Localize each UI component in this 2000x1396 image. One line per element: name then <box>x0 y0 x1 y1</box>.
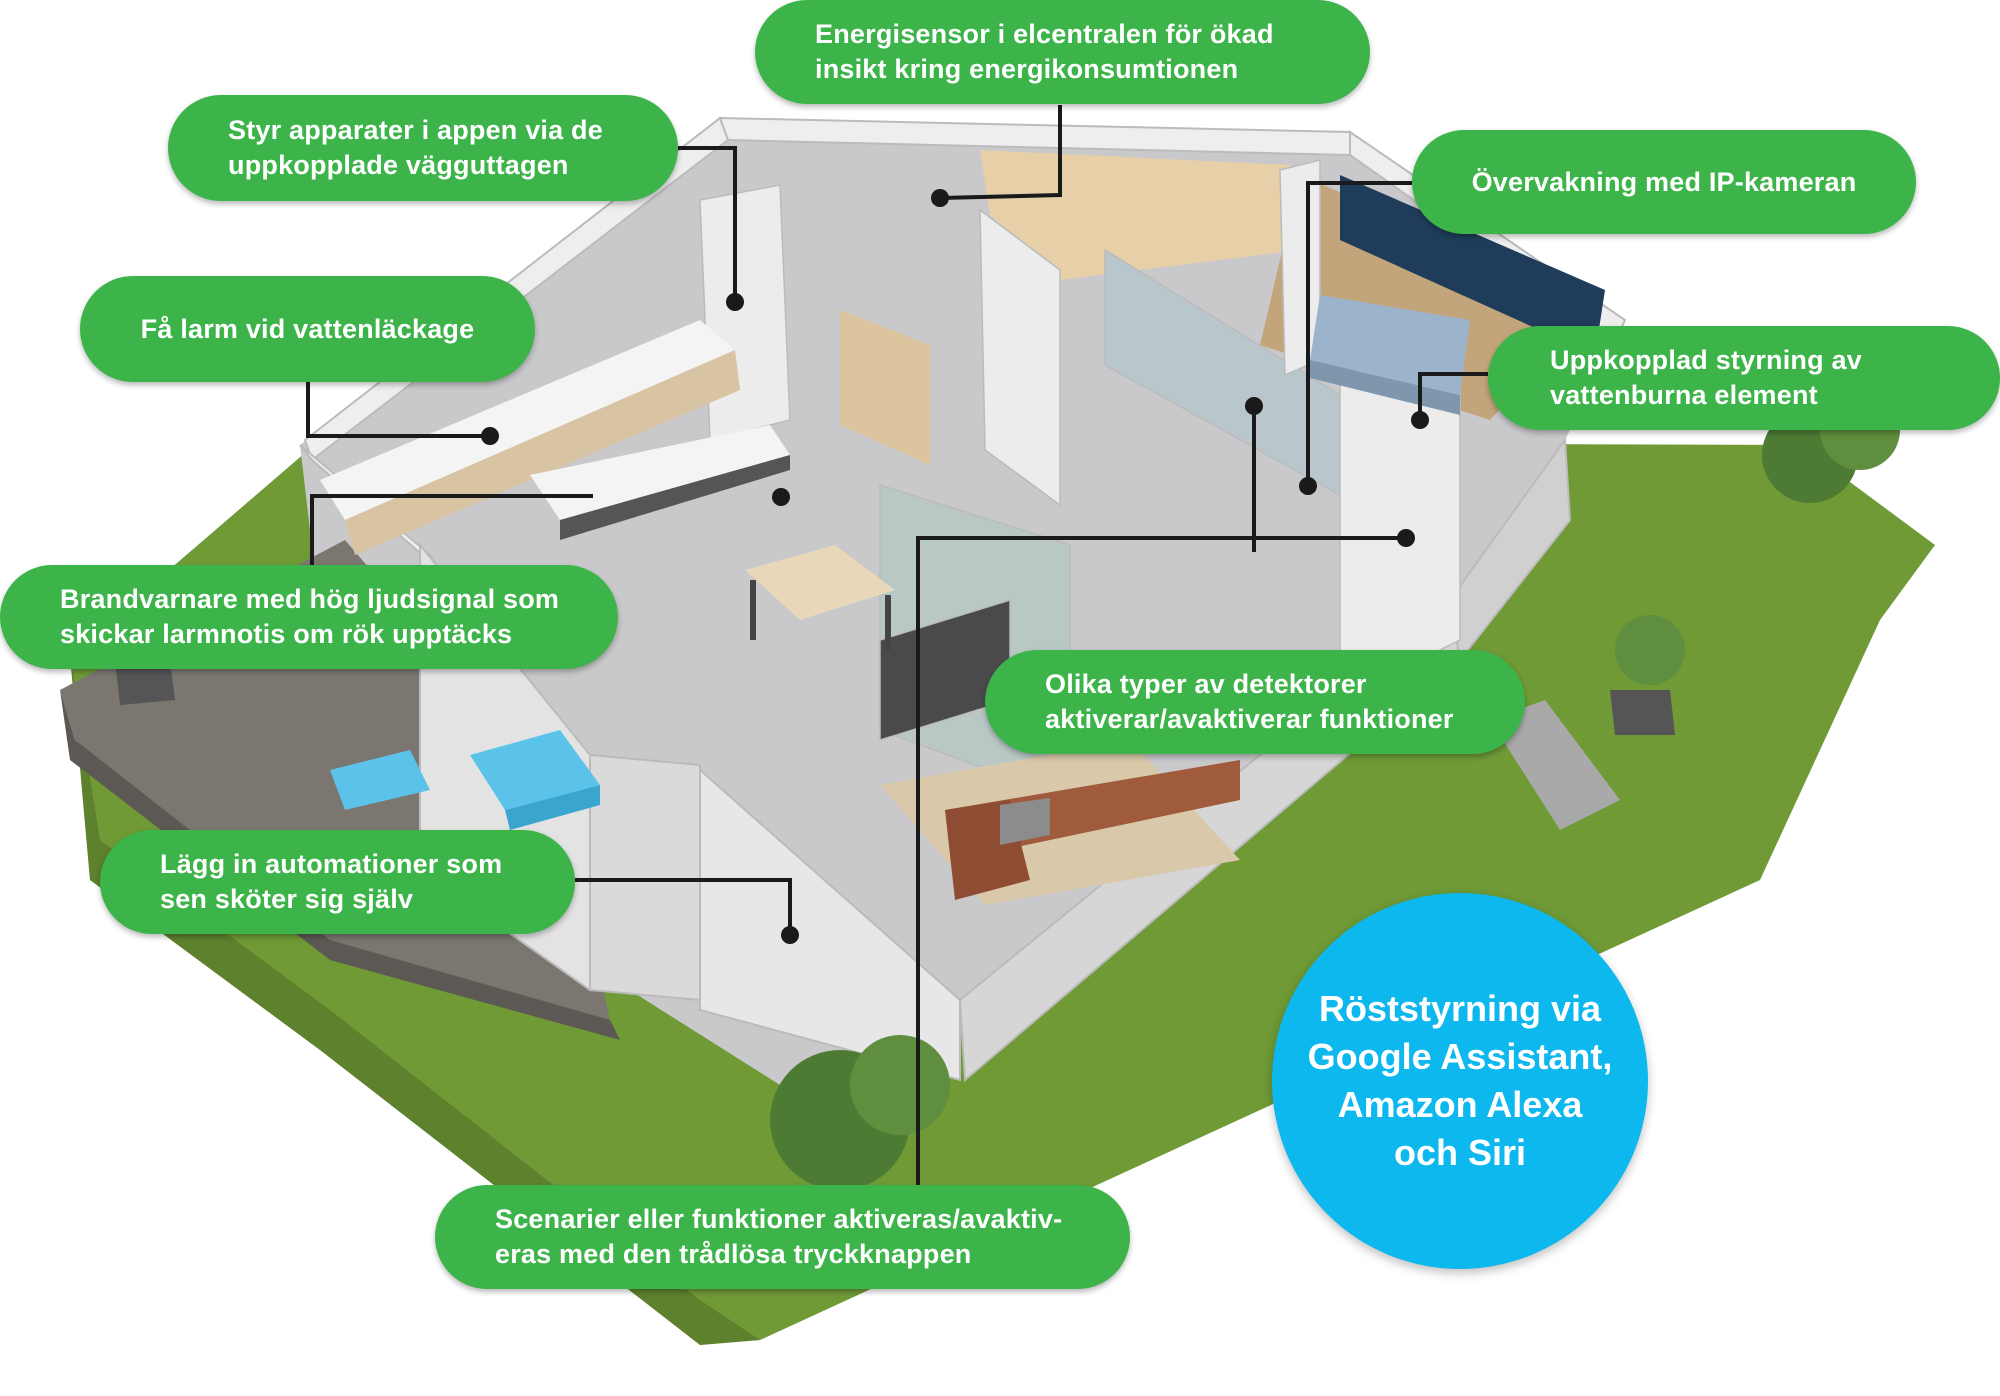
callout-smoke-alarm-text: Brandvarnare med hög ljudsignal som skic… <box>60 584 560 649</box>
connector-lines <box>306 105 1488 1185</box>
callout-smoke-alarm: Brandvarnare med hög ljudsignal som skic… <box>0 565 618 669</box>
callout-heating-text: Uppkopplad styrning av vattenburna eleme… <box>1550 345 1862 410</box>
wardrobe <box>840 310 930 465</box>
callout-heating: Uppkopplad styrning av vattenburna eleme… <box>1488 326 2000 430</box>
bedroom-accent-wall <box>1340 175 1605 355</box>
callout-detectors-text: Olika typer av detektorer aktiverar/avak… <box>1045 669 1454 734</box>
callout-automations-text: Lägg in automationer som sen sköter sig … <box>160 849 503 914</box>
voice-control-text: Röststyrning via Google Assistant, Amazo… <box>1307 988 1613 1173</box>
callout-wireless-button-text: Scenarier eller funktioner aktiveras/ava… <box>495 1204 1063 1269</box>
connector-dots <box>481 189 1429 944</box>
callout-water-leak-text: Få larm vid vattenläckage <box>140 313 475 344</box>
stone-path <box>1490 700 1620 830</box>
callout-ip-camera-text: Övervakning med IP-kameran <box>1471 166 1857 197</box>
callout-automations: Lägg in automationer som sen sköter sig … <box>100 830 575 934</box>
sofa <box>945 760 1240 900</box>
bed <box>1310 295 1470 415</box>
callout-water-leak: Få larm vid vattenläckage <box>80 276 535 382</box>
voice-control-bubble: Röststyrning via Google Assistant, Amazo… <box>1272 893 1648 1269</box>
callout-energy-sensor-text: Energisensor i elcentralen för ökad insi… <box>815 19 1274 84</box>
patio-chairs <box>330 730 600 830</box>
dining-table <box>745 545 895 650</box>
callout-smart-plugs: Styr apparater i appen via de uppkopplad… <box>168 95 678 201</box>
callout-smart-plugs-text: Styr apparater i appen via de uppkopplad… <box>228 115 603 180</box>
callout-energy-sensor: Energisensor i elcentralen för ökad insi… <box>755 0 1370 104</box>
callout-wireless-button: Scenarier eller funktioner aktiveras/ava… <box>435 1185 1130 1289</box>
callout-detectors: Olika typer av detektorer aktiverar/avak… <box>985 650 1525 754</box>
planters <box>115 660 1675 735</box>
kitchen <box>320 320 790 555</box>
callout-ip-camera: Övervakning med IP-kameran <box>1412 130 1916 234</box>
